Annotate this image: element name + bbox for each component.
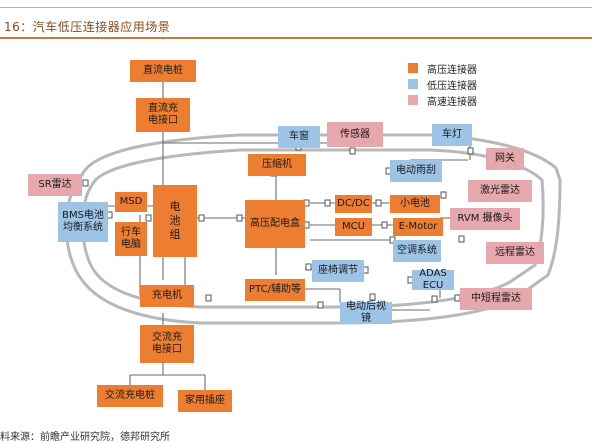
- mcu: MCU: [335, 218, 372, 236]
- ptc-auxiliary: PTC/辅助等: [245, 279, 305, 301]
- mid-short-range-radar: 中短程雷达: [460, 288, 532, 310]
- rvm-camera: RVM 摄像头: [450, 208, 520, 230]
- charger: 充电机: [140, 285, 194, 307]
- compressor: 压缩机: [248, 154, 306, 176]
- vehicle-computer: 行车 电脑: [115, 222, 147, 256]
- legend-swatch-high-speed: [408, 95, 418, 105]
- legend-label-low-voltage: 低压连接器: [427, 80, 477, 92]
- small-battery: 小电池: [390, 195, 440, 213]
- sensor: 传感器: [327, 122, 383, 147]
- electric-wiper: 电动雨刮: [390, 160, 442, 182]
- dc-charging-pile: 直流电桩: [130, 60, 196, 82]
- ac-system: 空调系统: [393, 240, 441, 262]
- car-body-outline: [64, 133, 562, 325]
- hv-distribution-box: 高压配电盒: [245, 200, 305, 248]
- long-range-radar: 远程雷达: [486, 242, 544, 264]
- home-socket: 家用插座: [178, 390, 232, 412]
- top-divider: [0, 7, 592, 8]
- sr-radar: SR雷达: [28, 174, 82, 196]
- dc-charging-port: 直流充 电接口: [136, 98, 190, 132]
- car-light: 车灯: [432, 124, 472, 146]
- adas-ecu: ADAS ECU: [412, 268, 454, 291]
- legend-swatch-high-voltage: [408, 63, 418, 73]
- ac-charging-pile: 交流充电桩: [97, 385, 163, 407]
- car-window: 车窗: [278, 126, 320, 148]
- figure-header: 16：汽车低压连接器应用场景: [0, 0, 592, 40]
- bms-balancing-system: BMS电池 均衡系统: [58, 202, 108, 242]
- ac-charging-port: 交流充 电接口: [140, 325, 194, 363]
- e-motor: E-Motor: [393, 218, 443, 236]
- legend-label-high-voltage: 高压连接器: [427, 64, 477, 76]
- figure-title: 16：汽车低压连接器应用场景: [4, 20, 171, 34]
- source-note: 料来源：前瞻产业研究院，德邦研究所: [0, 432, 170, 443]
- electric-rear-mirror: 电动后视镜: [340, 301, 392, 324]
- connector-diagram: 高压连接器 低压连接器 高速连接器 直流电桩 直流充 电接口 车窗 传感器 车灯…: [0, 40, 592, 425]
- legend-label-high-speed: 高速连接器: [427, 96, 477, 108]
- legend-item-high-speed: 高速连接器: [408, 94, 477, 108]
- lidar: 激光雷达: [468, 180, 532, 202]
- gateway: 网关: [486, 148, 524, 170]
- msd: MSD: [115, 192, 147, 212]
- legend-item-low-voltage: 低压连接器: [408, 78, 477, 92]
- legend-item-high-voltage: 高压连接器: [408, 62, 477, 76]
- seat-adjustment: 座椅调节: [312, 260, 364, 282]
- title-underline: [0, 37, 592, 39]
- legend-swatch-low-voltage: [408, 79, 418, 89]
- battery-pack: 电 池 组: [153, 185, 197, 257]
- dc-dc: DC/DC: [335, 195, 372, 213]
